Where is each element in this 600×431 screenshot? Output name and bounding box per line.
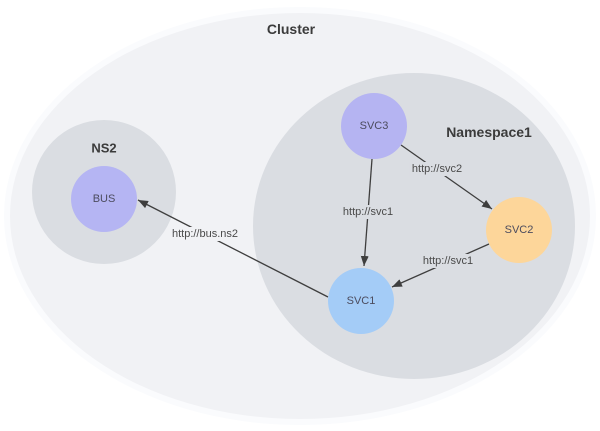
edge-label-svc1-to-bus: http://bus.ns2 [169, 227, 241, 241]
edge-svc3-to-svc2 [400, 144, 493, 210]
node-svc2: SVC2 [486, 197, 552, 263]
node-svc1-label: SVC1 [346, 295, 376, 307]
node-bus: BUS [71, 166, 137, 232]
node-svc2-label: SVC2 [504, 224, 534, 236]
edge-label-svc3-to-svc2: http://svc2 [409, 162, 465, 176]
edge-label-svc2-to-svc1: http://svc1 [420, 254, 476, 268]
edge-svc1-to-bus [137, 199, 329, 298]
edge-label-svc3-to-svc1: http://svc1 [340, 205, 396, 219]
node-svc3-label: SVC3 [359, 120, 389, 132]
node-bus-label: BUS [92, 193, 116, 205]
node-svc1: SVC1 [328, 268, 394, 334]
namespace-ns2-label: NS2 [91, 140, 117, 156]
node-svc3: SVC3 [341, 93, 407, 159]
cluster-label: Cluster [266, 21, 316, 37]
namespace-namespace1-label: Namespace1 [446, 124, 532, 140]
